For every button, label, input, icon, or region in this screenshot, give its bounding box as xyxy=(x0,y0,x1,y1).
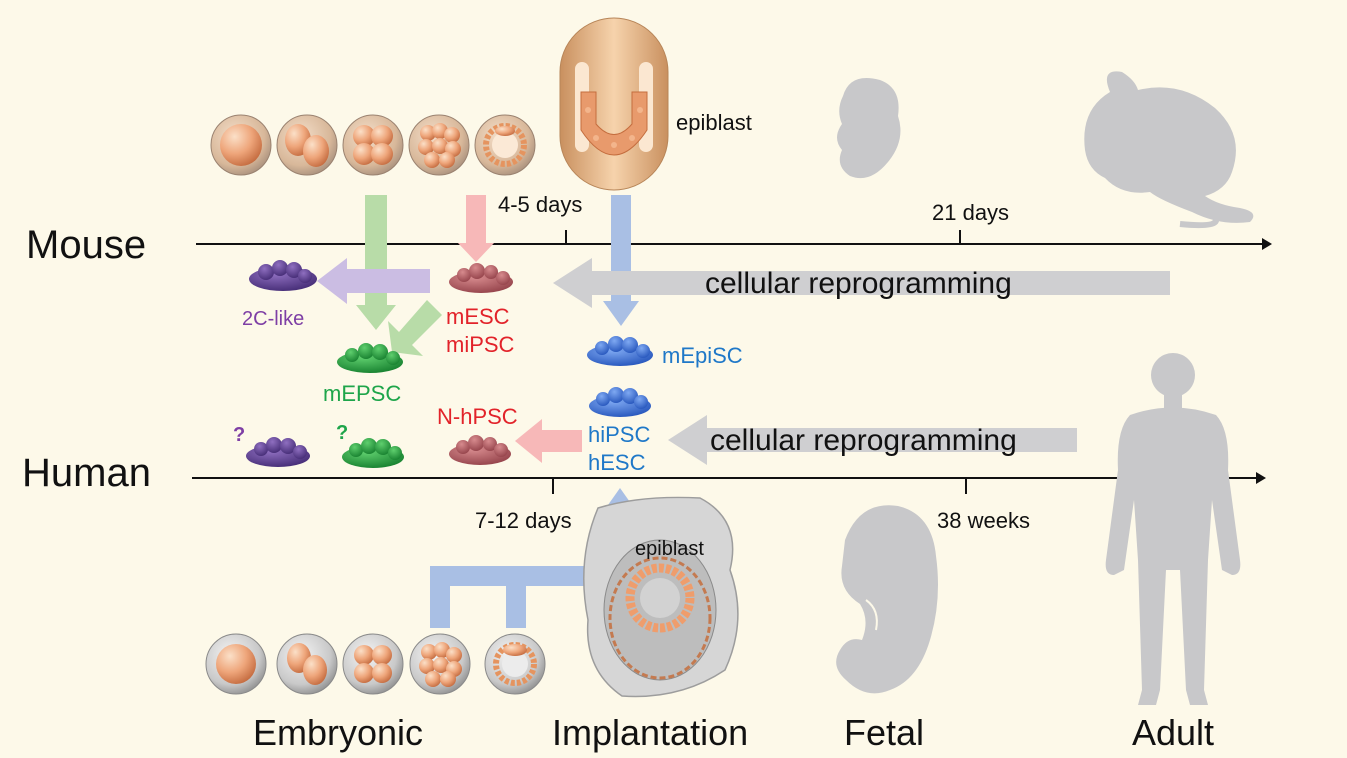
mouse-pup-icon xyxy=(837,78,901,179)
mepisc-label: mEpiSC xyxy=(662,343,743,368)
mipsc-label: miPSC xyxy=(446,332,515,357)
mouse-reprogramming-arrow xyxy=(553,258,1170,308)
mouse-tick-4-5-days: 4-5 days xyxy=(498,192,582,217)
human-implantation-embryo xyxy=(583,496,739,698)
human-zygote xyxy=(205,633,267,695)
human-blastocyst xyxy=(484,633,546,695)
mepsc-colony xyxy=(337,343,403,373)
human-4cell xyxy=(342,633,404,695)
human-tick-38-weeks: 38 weeks xyxy=(937,508,1030,533)
mesc-label: mESC xyxy=(446,304,510,329)
mouse-epiblast-label: epiblast xyxy=(676,110,752,135)
mouse-2cell xyxy=(276,114,338,176)
human-species-label: Human xyxy=(22,451,151,495)
human-green-colony xyxy=(342,438,404,468)
adult-mouse-icon xyxy=(1084,71,1254,229)
unknown-green-mark: ? xyxy=(336,422,348,444)
human-epiblast-label: epiblast xyxy=(635,538,704,560)
mouse-8cell xyxy=(408,114,470,176)
mepsc-label: mEPSC xyxy=(323,381,401,406)
mouse-4cell xyxy=(342,114,404,176)
mouse-green-arrow xyxy=(356,195,396,330)
mouse-preimplantation-embryos xyxy=(210,114,536,176)
human-timeline-axis xyxy=(192,472,1266,494)
mouse-pink-arrow xyxy=(458,195,494,262)
stage-embryonic-label: Embryonic xyxy=(253,712,423,753)
mouse-egg-cylinder xyxy=(559,17,669,191)
hipsc-colony xyxy=(589,387,651,417)
mepisc-colony xyxy=(587,336,653,366)
nhpsc-arrow xyxy=(515,419,582,463)
hipsc-label: hiPSC xyxy=(588,422,650,447)
mouse-tick-21-days: 21 days xyxy=(932,200,1009,225)
mouse-timeline-axis xyxy=(196,230,1272,250)
mesc-colony xyxy=(449,263,513,293)
nhpsc-label: N-hPSC xyxy=(437,404,518,429)
mouse-zygote xyxy=(210,114,272,176)
mouse-blastocyst xyxy=(474,114,536,176)
human-2cell xyxy=(276,633,338,695)
hesc-label: hESC xyxy=(588,450,646,475)
mepsc-diagonal-arrow xyxy=(388,300,442,356)
mouse-blue-arrow xyxy=(603,195,639,326)
mouse-reprogramming-label: cellular reprogramming xyxy=(705,267,1012,300)
two-c-like-colony xyxy=(249,260,317,291)
nhpsc-colony xyxy=(449,435,511,465)
human-8cell xyxy=(409,633,471,695)
human-tick-7-12-days: 7-12 days xyxy=(475,508,572,533)
unknown-purple-mark: ? xyxy=(233,424,245,446)
human-preimplantation-embryos xyxy=(205,633,546,695)
stage-implantation-label: Implantation xyxy=(552,712,748,753)
mouse-species-label: Mouse xyxy=(26,223,146,267)
two-c-like-arrow xyxy=(317,258,430,304)
human-reprogramming-arrow xyxy=(668,415,1077,465)
human-reprogramming-label: cellular reprogramming xyxy=(710,424,1017,457)
human-adult-icon xyxy=(1105,353,1241,705)
human-fetus-icon xyxy=(836,505,938,694)
human-purple-colony xyxy=(246,437,310,467)
two-c-like-label: 2C-like xyxy=(242,308,304,330)
stage-fetal-label: Fetal xyxy=(844,712,924,753)
stage-adult-label: Adult xyxy=(1132,712,1214,753)
